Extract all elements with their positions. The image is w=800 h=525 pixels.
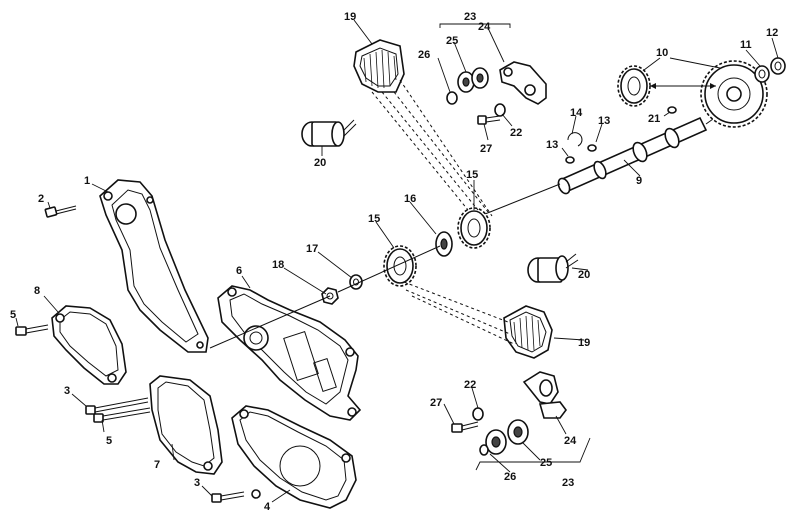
part-25-bearing-upper-b (471, 67, 489, 89)
part-26-washer-upper (446, 91, 458, 105)
part-3-bolt-middle (85, 397, 149, 415)
callout-26-lower: 26 (504, 471, 516, 483)
leader-lines (15, 19, 779, 503)
part-11-washer (754, 65, 770, 83)
belt-guide-6 (405, 289, 511, 335)
part-25-bearing-lower-a (485, 429, 507, 455)
belt-guide-3 (393, 91, 489, 213)
callout-26-upper: 26 (418, 49, 430, 61)
callout-11: 11 (740, 39, 752, 51)
part-7-gasket-plate (149, 375, 223, 475)
callout-8: 8 (34, 285, 40, 297)
callout-13-lower: 13 (546, 139, 558, 151)
belt-guide-5 (403, 281, 509, 323)
callout-13-upper: 13 (598, 115, 610, 127)
part-12-nut (770, 57, 786, 75)
part-10-cam-gear-large (700, 60, 768, 128)
part-9-camshaft (479, 99, 741, 217)
callout-21: 21 (648, 113, 660, 125)
callout-22-upper: 22 (510, 127, 522, 139)
part-13-key-upper (587, 144, 597, 152)
callout-5-lower: 5 (106, 435, 112, 447)
belt-guide-1 (371, 91, 469, 211)
part-24-bracket-lower (522, 371, 567, 419)
part-20-roller-lower (527, 253, 579, 283)
part-13-key-lower (565, 156, 575, 164)
callout-23-upper: 23 (464, 11, 476, 23)
part-26-washer-lower (479, 444, 489, 456)
part-3-bolt-bottom (211, 491, 245, 503)
callout-25-lower: 25 (540, 457, 552, 469)
callout-27-upper: 27 (480, 143, 492, 155)
callout-24-upper: 24 (478, 21, 491, 33)
callout-3-bottom: 3 (194, 477, 200, 489)
callout-24-lower: 24 (564, 435, 577, 447)
part-21-pin (667, 106, 677, 114)
callout-9: 9 (636, 175, 642, 187)
part-20-roller-upper (301, 119, 357, 147)
part-24-bracket-upper (499, 61, 547, 105)
part-19-timing-belt-lower (503, 305, 553, 359)
part-15-sprocket-lower (383, 245, 417, 287)
callout-3-middle: 3 (64, 385, 70, 397)
bracket-23-upper (439, 23, 511, 28)
callout-22-lower: 22 (464, 379, 476, 391)
callout-5-upper: 5 (10, 309, 16, 321)
callout-10: 10 (656, 47, 668, 59)
callout-23-lower: 23 (562, 477, 574, 489)
axis-line-middle (337, 245, 441, 293)
callout-4: 4 (264, 501, 271, 513)
callout-2: 2 (38, 193, 44, 205)
belt-guide-7 (411, 295, 515, 345)
callout-14: 14 (570, 107, 583, 119)
part-16-washer (435, 231, 453, 257)
callout-17: 17 (306, 243, 318, 255)
part-22-washer-upper (494, 103, 506, 117)
part-5-bolt-lower (93, 407, 151, 423)
callout-20-lower: 20 (578, 269, 590, 281)
callout-16: 16 (404, 193, 416, 205)
part-27-bolt-lower (451, 421, 479, 433)
axis-line-lower (209, 295, 331, 349)
callout-6: 6 (236, 265, 242, 277)
part-15-sprocket-upper (457, 207, 491, 249)
part-14-circlip (567, 132, 583, 147)
part-27-bolt-upper (477, 115, 501, 125)
callout-19-lower: 19 (578, 337, 590, 349)
bracket-23-lower (475, 437, 591, 471)
part-22-washer-lower (472, 407, 484, 421)
part-1-rear-timing-cover (99, 179, 209, 353)
callout-27-lower: 27 (430, 397, 442, 409)
callout-20-upper: 20 (314, 157, 326, 169)
callout-25-upper: 25 (446, 35, 458, 47)
callout-7: 7 (154, 459, 160, 471)
part-19-timing-belt-upper (353, 39, 405, 93)
part-5-bolt-upper (15, 324, 49, 336)
part-10-cam-gear-small (617, 65, 716, 107)
callout-15-upper: 15 (466, 169, 478, 181)
part-2-bolt (44, 205, 77, 218)
callout-1: 1 (84, 175, 90, 187)
callout-19-upper: 19 (344, 11, 356, 23)
part-8-small-cover (51, 305, 127, 385)
part-25-bearing-lower-b (507, 419, 529, 445)
belt-guide-2 (381, 91, 479, 211)
callout-18: 18 (272, 259, 284, 271)
part-6-middle-cover (217, 285, 362, 421)
callout-15-lower: 15 (368, 213, 380, 225)
callout-12: 12 (766, 27, 778, 39)
part-4-front-cover (231, 405, 357, 509)
